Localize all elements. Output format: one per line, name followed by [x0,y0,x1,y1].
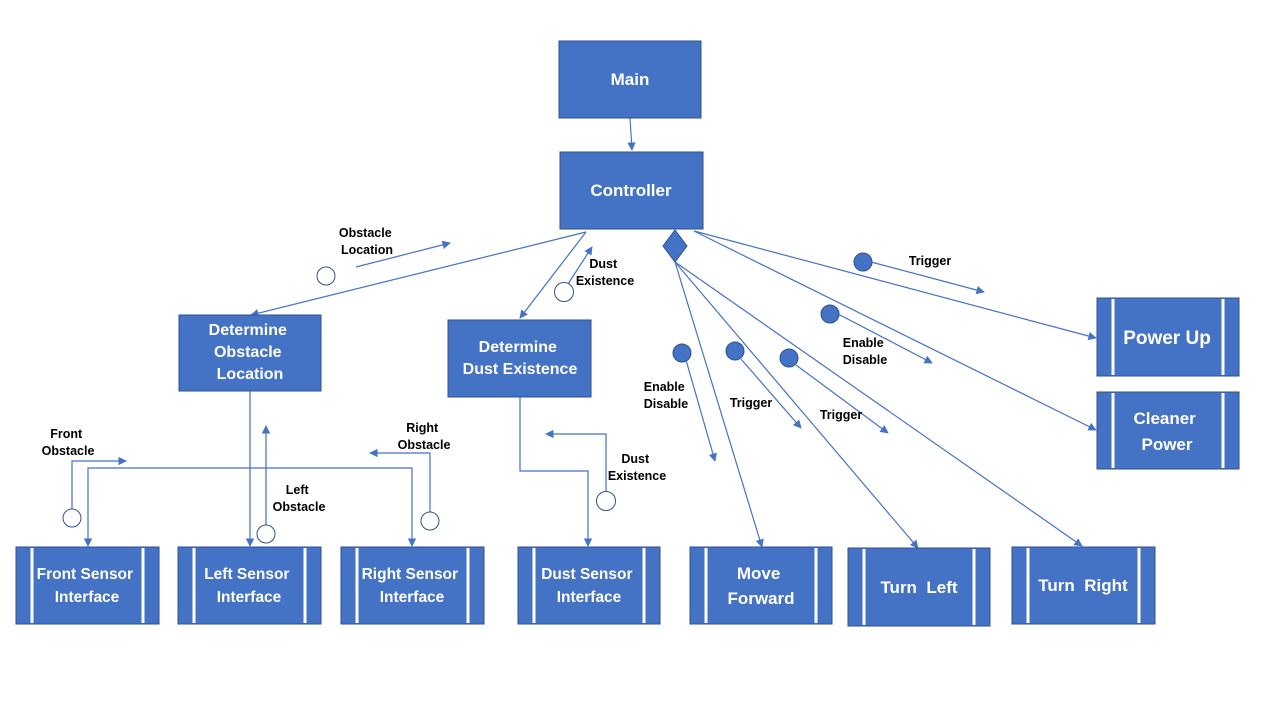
data-couple-left-obstacle [256,524,276,544]
module-cleaner-power-label: Cleaner Power [1133,409,1200,454]
flow-enable-disable-cleaner [837,313,933,364]
edge-controller-determine-dust [519,231,587,319]
data-couple-dust-existence-bottom [596,491,616,511]
label-dust-existence-bottom: Dust Existence [608,452,666,483]
flow-right-obstacle [369,448,431,512]
module-determine-dust-existence[interactable]: Determine Dust Existence [447,319,592,398]
control-couple-trigger-power [853,252,873,272]
flow-dust-existence-bottom [545,429,607,492]
label-left-obstacle: Left Obstacle [273,483,326,514]
module-determine-obstacle-location[interactable]: Determine Obstacle Location [178,314,322,392]
control-couple-trigger-left [725,341,745,361]
label-trigger-right: Trigger [820,408,863,422]
label-front-obstacle: Front Obstacle [42,427,95,458]
module-dust-sensor-label: Dust Sensor Interface [541,566,637,606]
module-move-forward-label: Move Forward [727,564,794,608]
module-main-label: Main [611,70,650,89]
module-left-sensor-interface[interactable]: Left Sensor Interface [177,546,322,625]
data-couple-front-obstacle [62,508,82,528]
module-power-up[interactable]: Power Up [1096,297,1240,377]
label-trigger-power: Trigger [909,254,952,268]
module-controller-label: Controller [590,181,672,200]
module-front-sensor-label: Front Sensor Interface [37,566,138,606]
control-couple-enable-disable-cleaner [820,304,840,324]
edge-controller-move-forward [674,261,764,548]
module-right-sensor-label: Right Sensor Interface [362,566,463,606]
module-controller[interactable]: Controller [559,151,704,230]
module-turn-left-label: Turn Left [880,578,957,597]
data-couple-obstacle-location [316,266,336,286]
module-turn-right[interactable]: Turn Right [1011,546,1156,625]
flow-dust-existence-top [567,246,593,285]
module-determine-obstacle-label: Determine Obstacle Location [209,322,292,383]
couple-labels: Obstacle Location Dust Existence Trigger… [42,226,952,514]
module-front-sensor-interface[interactable]: Front Sensor Interface [15,546,160,625]
flow-trigger-right [795,364,889,434]
label-trigger-left: Trigger [730,396,773,410]
data-couple-dust-existence-top [554,282,574,302]
module-main[interactable]: Main [558,40,702,119]
module-power-up-label: Power Up [1123,328,1211,349]
module-determine-dust-label: Determine Dust Existence [463,339,578,378]
module-move-forward[interactable]: Move Forward [689,546,833,625]
edge-obstacle-right-sensor [250,467,417,547]
module-turn-right-label: Turn Right [1038,576,1128,595]
data-couple-right-obstacle [420,511,440,531]
label-obstacle-location: Obstacle Location [339,226,395,257]
edge-controller-determine-obstacle [250,231,587,318]
control-couple-enable-disable-move [672,343,692,363]
module-left-sensor-label: Left Sensor Interface [204,566,294,606]
decision-diamond [662,229,688,263]
couples [62,252,873,544]
flow-front-obstacle [71,456,127,510]
module-cleaner-power[interactable]: Cleaner Power [1096,391,1240,470]
edge-controller-turn-left [674,261,919,549]
module-turn-left[interactable]: Turn Left [847,547,991,627]
label-right-obstacle: Right Obstacle [398,421,451,452]
label-dust-existence-top: Dust Existence [576,257,634,288]
module-dust-sensor-interface[interactable]: Dust Sensor Interface [517,546,661,625]
edge-controller-power-up [693,230,1097,341]
module-right-sensor-interface[interactable]: Right Sensor Interface [340,546,485,625]
edge-dust-dust-sensor [519,397,593,547]
flow-enable-disable-move [685,359,717,462]
edge-main-controller [627,117,636,151]
label-enable-disable-move: Enable Disable [644,380,689,411]
edge-controller-turn-right [674,261,1083,547]
control-couple-trigger-right [779,348,799,368]
label-enable-disable-cleaner: Enable Disable [843,336,888,367]
connections [71,117,1097,549]
flow-trigger-power [870,261,985,295]
flow-trigger-left [740,358,802,429]
edge-controller-cleaner-power [693,230,1097,431]
edge-obstacle-front-sensor [83,467,250,547]
flow-obstacle-location [355,240,451,268]
